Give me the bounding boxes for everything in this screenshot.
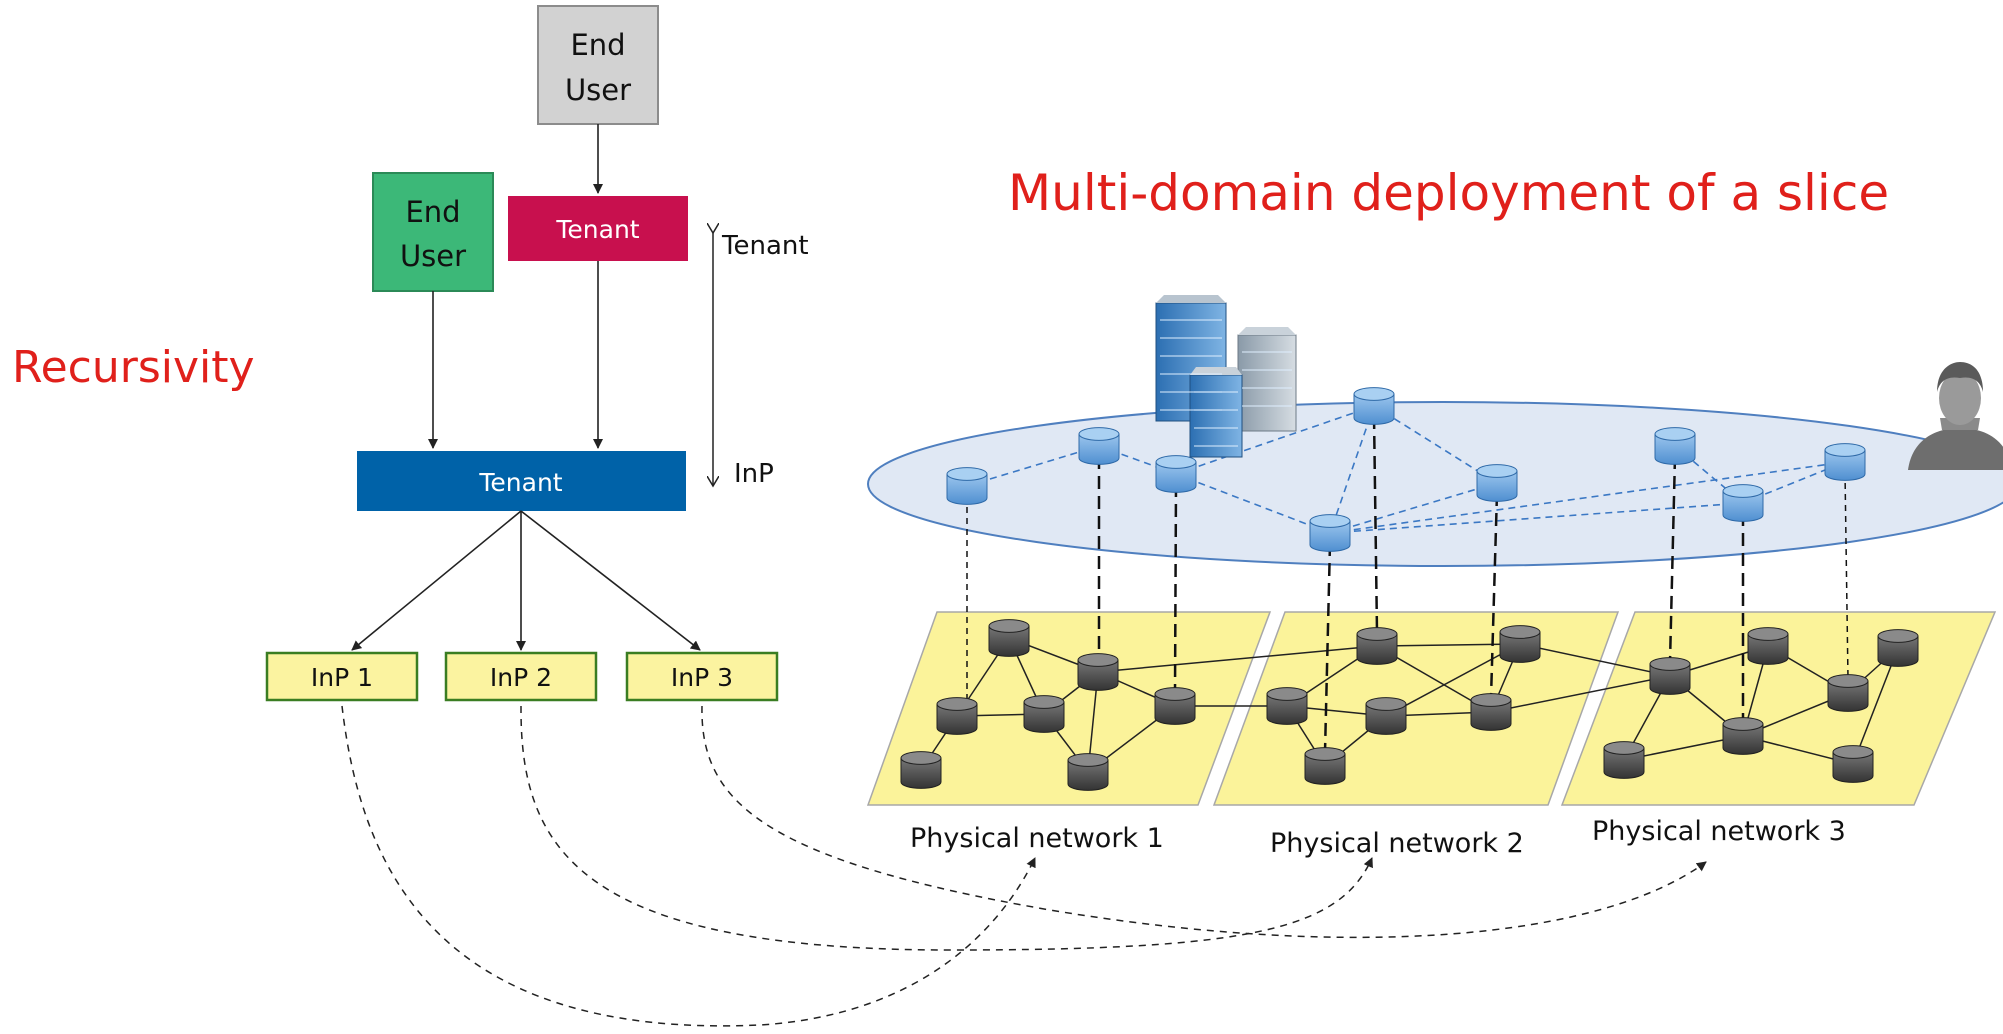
virtual-node bbox=[1476, 464, 1518, 502]
range-inp-label: InP bbox=[734, 459, 774, 489]
diagram-title: Multi-domain deployment of a slice bbox=[1008, 164, 1889, 222]
database-node-icon bbox=[936, 697, 978, 735]
top-end-user-line1: End bbox=[570, 28, 625, 62]
virtual-nodes bbox=[946, 387, 1866, 552]
mapping-lines bbox=[966, 415, 1849, 753]
database-node-icon bbox=[1023, 695, 1065, 733]
left-end-user-line2: User bbox=[400, 239, 466, 273]
database-node-icon bbox=[1067, 753, 1109, 791]
inp-1-label: InP 1 bbox=[311, 663, 373, 692]
inp-box-2: InP 2 bbox=[444, 651, 598, 702]
office-buildings-icon bbox=[1155, 295, 1297, 458]
physical-plane-1 bbox=[866, 611, 1272, 806]
main-tenant-box: Tenant bbox=[357, 451, 686, 511]
inp-2-label: InP 2 bbox=[490, 663, 552, 692]
database-node-icon bbox=[1365, 697, 1407, 735]
virtual-node bbox=[1078, 427, 1120, 465]
database-node-icon bbox=[1077, 653, 1119, 691]
hierarchy-arrows bbox=[351, 124, 701, 651]
database-node-icon bbox=[1304, 747, 1346, 785]
virtual-node bbox=[1309, 514, 1351, 552]
virtual-node bbox=[1155, 455, 1197, 493]
user-avatar-icon bbox=[1908, 362, 2003, 470]
slice-plane bbox=[867, 401, 2003, 567]
virtual-node bbox=[946, 467, 988, 505]
role-range-arrow: Tenant InP bbox=[713, 231, 809, 489]
inp-box-3: InP 3 bbox=[625, 651, 779, 702]
virtual-node bbox=[1722, 484, 1764, 522]
inp-box-1: InP 1 bbox=[265, 651, 419, 702]
main-tenant-label: Tenant bbox=[478, 468, 562, 497]
database-node-icon bbox=[1266, 687, 1308, 725]
physical-network-1-label: Physical network 1 bbox=[910, 823, 1164, 854]
virtual-node bbox=[1654, 427, 1696, 465]
upper-tenant-label: Tenant bbox=[555, 215, 639, 244]
database-node-icon bbox=[1827, 674, 1869, 712]
database-node-icon bbox=[988, 619, 1030, 657]
virtual-node bbox=[1353, 387, 1395, 425]
physical-network-3-label: Physical network 3 bbox=[1592, 816, 1846, 847]
database-node-icon bbox=[1877, 629, 1919, 667]
database-node-icon bbox=[1154, 687, 1196, 725]
top-end-user-box: End User bbox=[537, 5, 659, 125]
range-tenant-label: Tenant bbox=[721, 231, 809, 261]
database-node-icon bbox=[1722, 717, 1764, 755]
inp-3-label: InP 3 bbox=[671, 663, 733, 692]
virtual-node bbox=[1824, 443, 1866, 481]
database-node-icon bbox=[1832, 745, 1874, 783]
inp-mapping-curves bbox=[341, 705, 1707, 1027]
database-node-icon bbox=[900, 751, 942, 789]
database-node-icon bbox=[1649, 657, 1691, 695]
database-node-icon bbox=[1356, 627, 1398, 665]
recursivity-label: Recursivity bbox=[12, 342, 255, 393]
physical-nodes bbox=[900, 619, 1919, 791]
database-node-icon bbox=[1499, 625, 1541, 663]
top-end-user-line2: User bbox=[565, 73, 631, 107]
database-node-icon bbox=[1470, 693, 1512, 731]
left-end-user-box: End User bbox=[372, 172, 494, 292]
upper-tenant-box: Tenant bbox=[508, 196, 688, 261]
database-node-icon bbox=[1747, 627, 1789, 665]
left-end-user-line1: End bbox=[405, 195, 460, 229]
physical-network-2-label: Physical network 2 bbox=[1270, 828, 1524, 859]
database-node-icon bbox=[1603, 741, 1645, 779]
